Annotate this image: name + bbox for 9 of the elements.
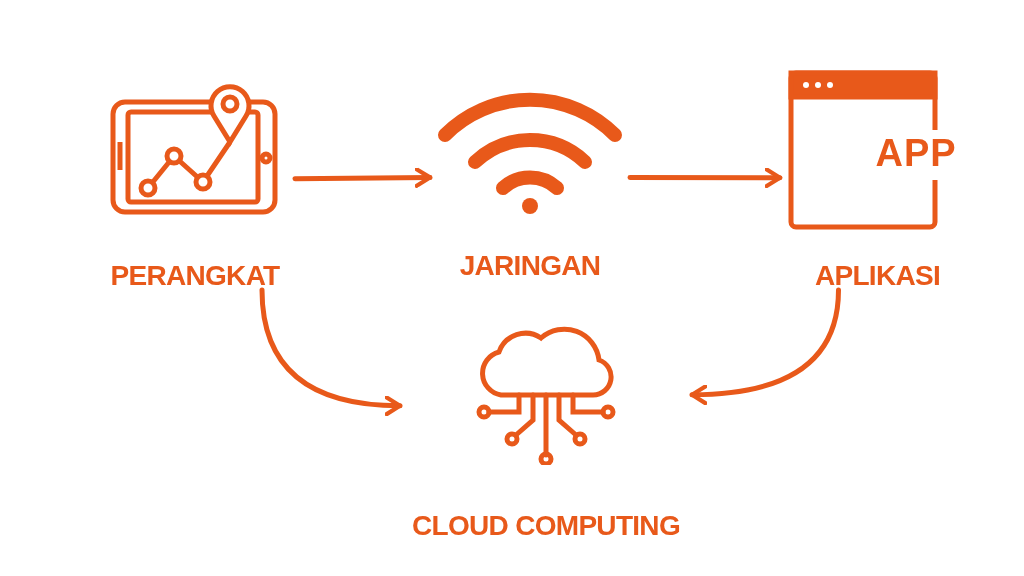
arrow (292, 167, 433, 188)
node-label: PERANGKAT (110, 262, 280, 290)
node-label: JARINGAN (459, 252, 601, 280)
node-label: CLOUD COMPUTING (412, 512, 680, 540)
arrow (259, 287, 403, 416)
arrow (627, 167, 783, 189)
node-label: APLIKASI (814, 262, 941, 290)
icon-text: APP (875, 134, 957, 172)
arrow (689, 287, 841, 405)
